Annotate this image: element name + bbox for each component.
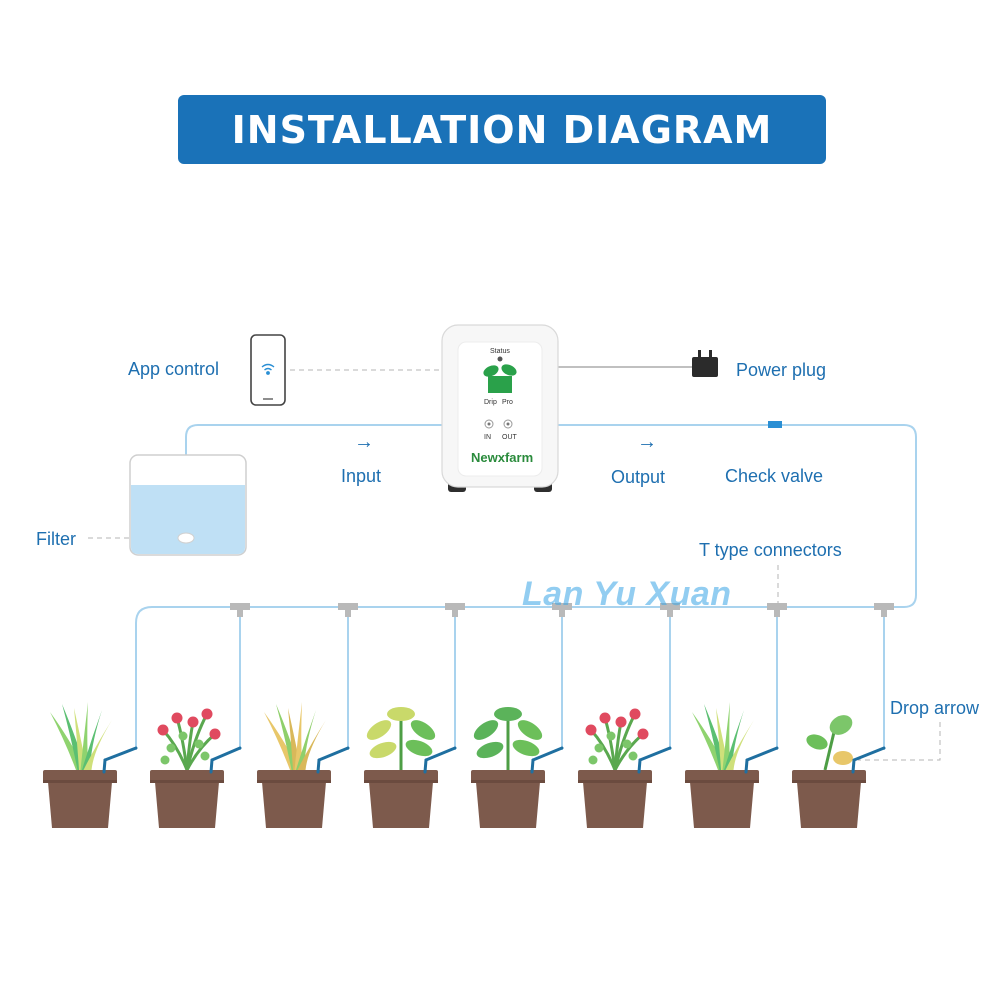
title-banner: INSTALLATION DIAGRAM: [178, 95, 826, 164]
drip-stake: [852, 746, 886, 762]
device-port-in: IN: [484, 434, 491, 441]
potted-plant: [578, 708, 672, 828]
input-label: Input: [341, 466, 382, 486]
water-tank: [129, 454, 247, 556]
input-arrow-icon: →: [354, 431, 374, 453]
filter-icon: [177, 532, 195, 544]
plants-row: [43, 702, 886, 828]
status-light: [497, 356, 503, 362]
power-plug-icon: [692, 350, 718, 377]
pump-device: [441, 324, 559, 492]
page-title: INSTALLATION DIAGRAM: [231, 107, 773, 152]
tubing: [135, 424, 917, 750]
potted-plant: [471, 707, 564, 828]
phone-icon: [250, 334, 286, 406]
output-tube: [135, 424, 917, 750]
drip-stake: [317, 746, 350, 762]
drip-stake: [210, 746, 242, 762]
potted-plant: [685, 702, 779, 828]
power-plug-label: Power plug: [736, 360, 827, 380]
drip-stake: [638, 746, 672, 762]
device-brand: Newxfarm: [471, 450, 534, 465]
drop-arrow-leader: [858, 722, 941, 761]
filter-label: Filter: [36, 529, 76, 549]
drip-stake: [745, 746, 779, 762]
potted-plant: [150, 708, 242, 828]
output-arrow-icon: →: [637, 431, 657, 453]
drip-pro-logo-icon: [483, 364, 517, 393]
output-label: Output: [611, 467, 666, 487]
app-control-label: App control: [128, 359, 220, 379]
t-connectors-label: T type connectors: [699, 540, 842, 560]
drip-stake: [103, 746, 138, 762]
drip-stake: [531, 746, 564, 762]
check-valve-label: Check valve: [725, 466, 824, 486]
device-model-left: Drip: [484, 399, 497, 406]
potted-plant: [792, 715, 886, 828]
device-status-label: Status: [490, 348, 510, 355]
potted-plant: [43, 702, 138, 828]
input-tube: [185, 424, 478, 535]
wifi-icon: [261, 363, 275, 375]
device-port-out: OUT: [502, 434, 517, 441]
t-connectors: [230, 603, 894, 617]
potted-plant: [364, 707, 457, 828]
drop-arrow-label: Drop arrow: [890, 698, 980, 718]
drip-stake: [424, 746, 457, 762]
watermark-logo: Lan Yu Xuan: [522, 575, 732, 613]
device-model-right: Pro: [502, 399, 513, 406]
check-valve: [768, 421, 782, 428]
potted-plant: [257, 702, 350, 828]
